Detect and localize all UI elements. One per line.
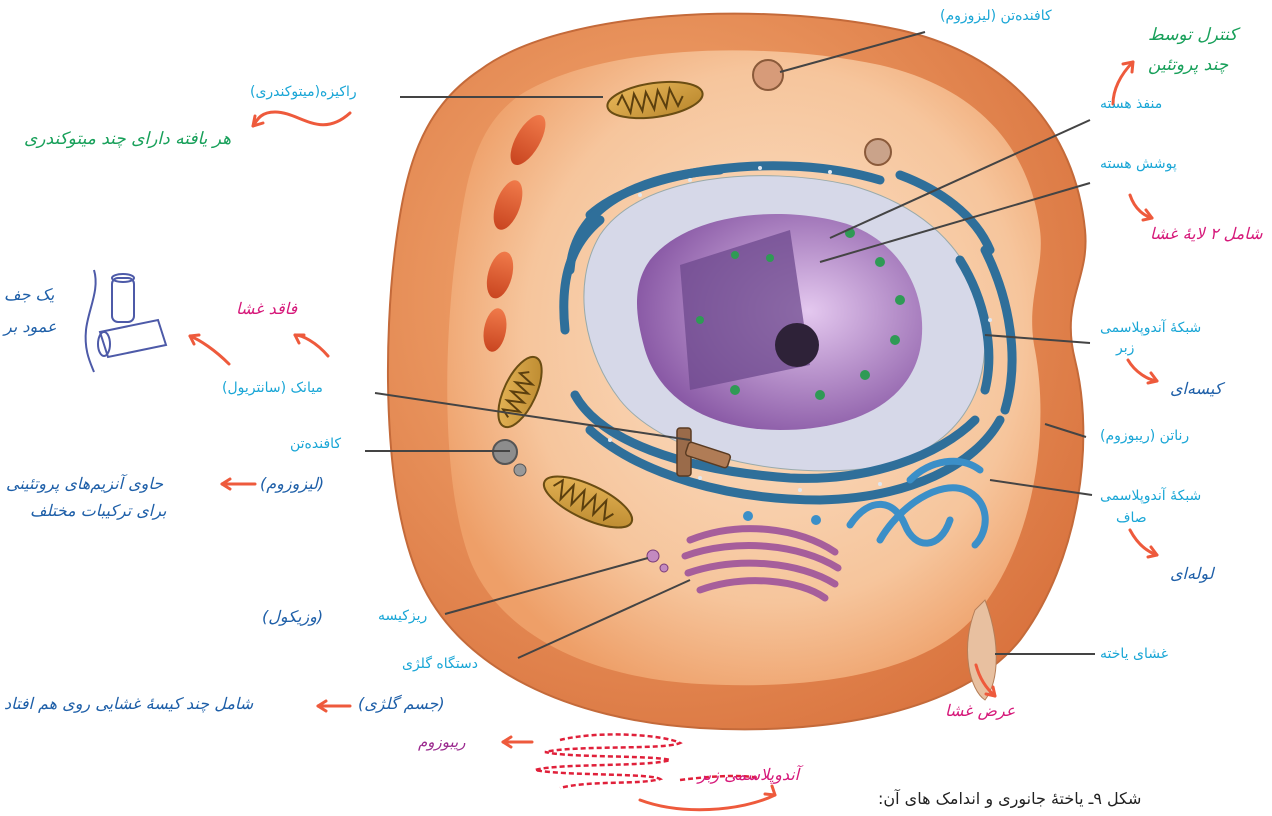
label-rough-er-1: شبکهٔ آندوپلاسمی — [1100, 320, 1201, 336]
label-centriole: میانک (سانتریول) — [222, 380, 323, 396]
label-nuclear-envelope: پوشش هسته — [1100, 156, 1177, 172]
label-ribosome: رناتن (ریبوزوم) — [1100, 428, 1189, 444]
label-smooth-er-2: صاف — [1116, 510, 1147, 526]
centriole-sketch — [86, 270, 166, 372]
note-ribosome: ریبوزوم — [418, 734, 465, 751]
label-smooth-er-1: شبکهٔ آندوپلاسمی — [1100, 488, 1201, 504]
note-two-layers: شامل ۲ لایۀ غشا — [1150, 225, 1263, 243]
label-golgi-paren: (جسم گلژی) — [358, 695, 445, 713]
label-lysosome-mid: کافنده‌تن — [290, 436, 341, 452]
note-enzymes-2: برای ترکیبات مختلف — [30, 502, 167, 520]
label-golgi: دستگاه گلژی — [402, 656, 478, 672]
label-cell-membrane: غشای یاخته — [1100, 646, 1168, 662]
label-lysosome-mid-paren: (لیزوزوم) — [260, 475, 324, 493]
label-nuclear-pore: منفذ هسته — [1100, 96, 1162, 112]
label-mitochondrion: راکیزه(میتوکندری) — [250, 84, 357, 100]
note-mitochondria: هر یافته دارای چند میتوکندری — [24, 130, 231, 150]
note-pair-1: یک جف — [4, 286, 54, 304]
note-membrane-thickness: عرض غشا — [945, 702, 1015, 720]
note-sac-like: کیسه‌ای — [1170, 380, 1222, 398]
note-protein-control-2: چند پروتئین — [1148, 56, 1228, 76]
note-protein-control-1: کنترل توسط — [1148, 26, 1237, 46]
figure-caption: شکل ۹ـ یاختهٔ جانوری و اندامک های آن: — [878, 790, 1141, 808]
label-rough-er-2: زبر — [1116, 340, 1134, 356]
label-vesicle: ریزکیسه — [378, 608, 427, 624]
note-rough-er-sketch: آندوپلاسمی زبر — [698, 766, 799, 784]
note-tubular: لوله‌ای — [1170, 565, 1214, 583]
note-pair-2: عمود بر — [4, 318, 57, 336]
label-lysosome-top: کافنده‌تن (لیزوزوم) — [940, 8, 1052, 24]
note-no-membrane: فاقد غشا — [236, 300, 297, 318]
label-vesicle-paren: (وزیکول) — [262, 608, 323, 626]
note-golgi: شامل چند کیسهٔ غشایی روی هم افتاد — [4, 695, 253, 713]
note-enzymes-1: حاوی آنزیم‌های پروتئینی — [6, 475, 163, 493]
